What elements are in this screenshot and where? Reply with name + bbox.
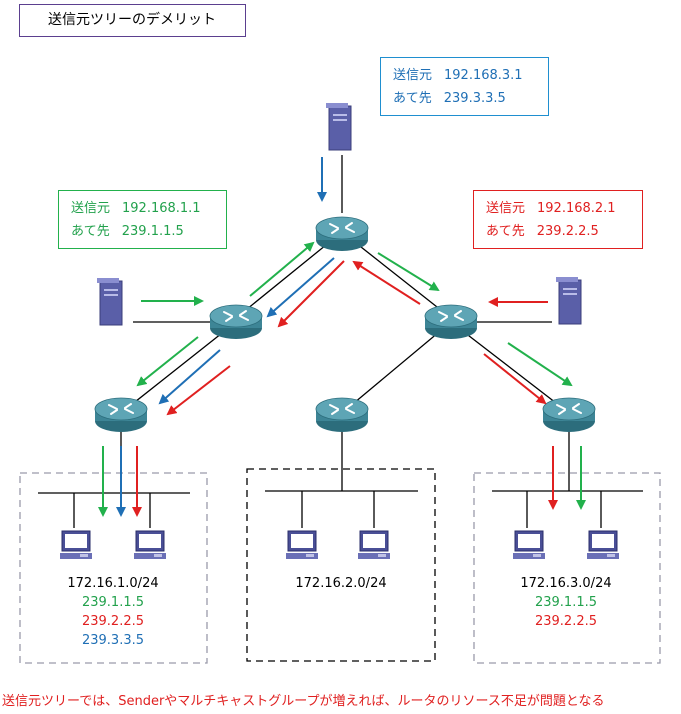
source-info-box-3: 送信元 192.168.3.1 あて先 239.3.3.5 [380,57,549,116]
network-links [38,155,643,528]
destination-label: あて先 [393,91,432,106]
group-label: 239.3.3.5 [81,633,145,648]
diagram-title: 送信元ツリーのデメリット [19,4,246,37]
arrow-blue [266,257,335,318]
arrow-green [377,252,440,292]
arrow-red [483,353,547,405]
source-label: 送信元 [71,201,111,216]
pc-icon [512,530,546,560]
group-label: 239.2.2.5 [534,614,598,629]
arrow-red [277,260,345,328]
destination-label: あて先 [486,224,525,239]
group-label: 239.2.2.5 [81,614,145,629]
network-label-3: 172.16.3.0/24 239.1.1.5 239.2.2.5 [506,574,626,631]
arrow-green [249,241,315,297]
link-r2-r4 [120,321,237,414]
destination-group: 239.3.3.5 [443,91,506,106]
lan-box-2 [246,468,436,662]
source-label: 送信元 [486,201,526,216]
pc-icon [285,530,319,560]
router-icon [94,397,148,433]
subnet-label: 172.16.1.0/24 [67,576,159,591]
source-info-box-2: 送信元 192.168.2.1 あて先 239.2.2.5 [473,190,643,249]
source-address: 192.168.1.1 [122,201,201,216]
arrow-green [507,342,573,387]
pc-icon [59,530,93,560]
arrow-red [352,260,421,305]
subnet-label: 172.16.2.0/24 [295,576,387,591]
traffic-arrows [98,157,586,517]
arrow-blue [158,349,221,405]
pc-icon [586,530,620,560]
link-r3-r5 [341,321,452,414]
router-icon [315,397,369,433]
destination-group: 239.1.1.5 [121,224,184,239]
server-icon [555,276,582,325]
source-address: 192.168.2.1 [537,201,616,216]
footer-caption: 送信元ツリーでは、Senderやマルチキャストグループが増えれば、ルータのリソー… [2,694,605,709]
arrow-red [166,365,231,416]
router-icon [542,397,596,433]
pc-icon [357,530,391,560]
router-icon [315,216,369,252]
router-icon [209,304,263,340]
group-label: 239.1.1.5 [81,595,145,610]
destination-label: あて先 [71,224,110,239]
pc-icon [133,530,167,560]
server-icon [325,102,352,151]
arrow-green [136,336,199,387]
group-label: 239.1.1.5 [534,595,598,610]
source-label: 送信元 [393,68,433,83]
router-icon [424,304,478,340]
network-label-1: 172.16.1.0/24 239.1.1.5 239.2.2.5 239.3.… [53,574,173,650]
subnet-label: 172.16.3.0/24 [520,576,612,591]
source-address: 192.168.3.1 [444,68,523,83]
network-label-2: 172.16.2.0/24 [281,574,401,593]
link-r3-r6 [450,321,570,414]
source-info-box-1: 送信元 192.168.1.1 あて先 239.1.1.5 [58,190,227,249]
destination-group: 239.2.2.5 [536,224,599,239]
server-icon [96,277,123,326]
lan-box-3 [473,472,661,664]
lan-box-1 [19,472,208,664]
